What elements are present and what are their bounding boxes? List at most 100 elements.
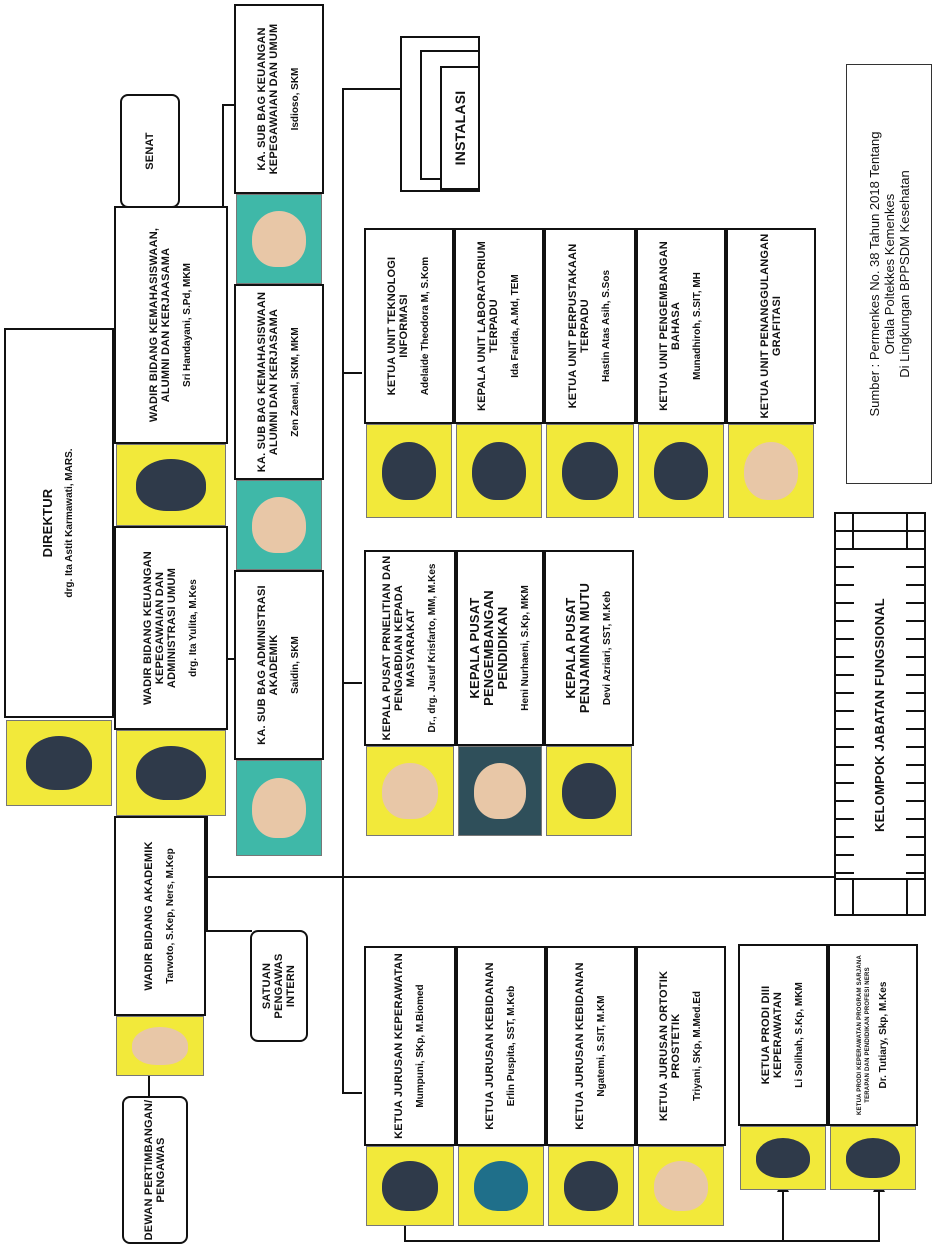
kasubbag-kemahasiswaan-title: KA. SUB BAG KEMAHASISWAAN ALUMNI DAN KER… — [256, 291, 280, 473]
senat-title: SENAT — [144, 132, 156, 170]
prodi-diii-title: KETUA PRODI DIII KEPERAWATAN — [760, 985, 784, 1085]
fungsional-title: KELOMPOK JABATAN FUNGSIONAL — [872, 598, 887, 832]
wadir-akademik-box: WADIR BIDANG AKADEMIK Tarwoto, S.Kep, Ne… — [114, 816, 206, 1016]
unit-bahasa-title: KETUA UNIT PENGEMBANGAN BAHASA — [658, 241, 682, 411]
fungsional-box: KELOMPOK JABATAN FUNGSIONAL — [856, 552, 904, 878]
wadir-kemahasiswaan-name: Sri Handayani, S.Pd, MKM — [182, 263, 193, 387]
senat-box: SENAT — [120, 94, 180, 208]
connector-bottom-arrow1 — [782, 1192, 784, 1242]
connector-dewan — [148, 1075, 150, 1097]
kasubbag-keuangan-photo — [236, 194, 322, 284]
kasubbag-kemahasiswaan-name: Zen Zaenal, SKM, MKM — [290, 327, 301, 437]
instalasi-title: INSTALASI — [452, 90, 468, 166]
wadir-keuangan-box: WADIR BIDANG KEUANGAN KEPEGAWAIAN DAN AD… — [114, 526, 228, 730]
kasubbag-kemahasiswaan-photo — [236, 480, 322, 570]
connector-main-horizontal — [206, 876, 854, 878]
jur-kebidanan2-name: Ngatemi, S.SIT, M.KM — [596, 995, 607, 1097]
connector-pusat — [342, 682, 362, 684]
pusat-mutu-name: Devi Azriari, SST, M.Keb — [602, 590, 613, 706]
wadir-akademik-title: WADIR BIDANG AKADEMIK — [143, 841, 155, 991]
dewan-title: DEWAN PERTIMBANGAN/ PENGAWAS — [143, 1099, 167, 1241]
jur-kebidanan2-photo — [548, 1146, 634, 1226]
fungsional-cell — [836, 550, 854, 878]
jur-kebidanan1-photo — [458, 1146, 544, 1226]
connector-right-spine — [342, 88, 344, 1092]
pusat-mutu-photo — [546, 746, 632, 836]
unit-grafitasi-photo — [728, 424, 814, 518]
connector-jurusan — [342, 1092, 362, 1094]
kasubbag-akademik-name: Saidin, SKM — [290, 636, 301, 694]
connector-bottom-left — [404, 1225, 406, 1241]
unit-bahasa-box: KETUA UNIT PENGEMBANGAN BAHASA Munadhiro… — [636, 228, 726, 424]
prodi-ners-name: Dr. Tutiary, Skp, M.Kes — [878, 981, 889, 1089]
prodi-ners-photo — [830, 1126, 916, 1190]
unit-perpus-title: KETUA UNIT PERPUSTAKAAN TERPADU — [567, 243, 591, 409]
prodi-diii-box: KETUA PRODI DIII KEPERAWATAN Li Solihah,… — [738, 944, 828, 1126]
jur-kebidanan1-name: Erlin Puspita, SST, M.Keb — [506, 985, 517, 1107]
wadir-keuangan-name: drg. Ita Yulita, M.Kes — [188, 579, 199, 677]
fungsional-grid — [834, 512, 926, 916]
direktur-name: drg. Ita Astit Karmawati, MARS. — [64, 448, 75, 598]
unit-ti-photo — [366, 424, 452, 518]
unit-perpus-box: KETUA UNIT PERPUSTAKAAN TERPADU Hastin A… — [544, 228, 636, 424]
jur-ortotik-title: KETUA JURUSAN ORTOTIK PROSTETIK — [658, 970, 682, 1122]
unit-lab-photo — [456, 424, 542, 518]
kasubbag-akademik-title: KA. SUB BAG ADMINISTRASI AKADEMIK — [256, 585, 280, 745]
unit-grafitasi-box: KETUA UNIT PENANGGULANGAN GRAFITASI — [726, 228, 816, 424]
connector-spi — [206, 930, 252, 932]
unit-grafitasi-title: KETUA UNIT PENANGGULANGAN GRAFITASI — [759, 233, 783, 419]
prodi-diii-name: Li Solihah, S.Kp, MKM — [794, 982, 805, 1088]
unit-ti-box: KETUA UNIT TEKNOLOGI INFORMASI Adelaide … — [364, 228, 454, 424]
jur-keperawatan-box: KETUA JURUSAN KEPERAWATAN Mumpuni, SKp, … — [364, 946, 456, 1146]
connector-subbag-bottom — [222, 658, 234, 660]
pusat-penelitian-name: Dr., drg. Jusuf Krisfarto, MM, M.Kes — [427, 563, 438, 733]
wadir-kemahasiswaan-title: WADIR BIDANG KEMAHASISWAAN, ALUMNI DAN K… — [148, 227, 172, 423]
jur-ortotik-photo — [638, 1146, 724, 1226]
jur-ortotik-box: KETUA JURUSAN ORTOTIK PROSTETIK Triyani,… — [636, 946, 726, 1146]
pusat-mutu-box: KEPALA PUSAT PENJAMINAN MUTU Devi Azriar… — [544, 550, 634, 746]
source-note: Sumber : Permenkes No. 38 Tahun 2018 Ten… — [846, 64, 932, 484]
pusat-mutu-title: KEPALA PUSAT PENJAMINAN MUTU — [563, 582, 592, 714]
prodi-ners-box: KETUA PRODI KEPERAWATAN PROGRAM SARJANA … — [828, 944, 918, 1126]
connector-bottom-arrow2 — [878, 1192, 880, 1242]
source-line-2: Ortala Poltekkes Kemenkes — [881, 193, 897, 355]
jur-keperawatan-name: Mumpuni, SKp, M.Biomed — [415, 984, 426, 1108]
kasubbag-akademik-box: KA. SUB BAG ADMINISTRASI AKADEMIK Saidin… — [234, 570, 324, 760]
connector-unit — [342, 372, 362, 374]
pusat-pendidikan-photo — [458, 746, 542, 836]
unit-lab-name: Ida Farida, A.Md, TEM — [510, 274, 521, 378]
direktur-photo — [6, 720, 112, 806]
jur-keperawatan-title: KETUA JURUSAN KEPERAWATAN — [393, 953, 405, 1139]
dewan-box: DEWAN PERTIMBANGAN/ PENGAWAS — [122, 1096, 188, 1244]
connector-bottom-h — [404, 1240, 880, 1242]
wadir-akademik-name: Tarwoto, S.Kep, Ners, M.Kep — [165, 848, 176, 984]
unit-lab-title: KEPALA UNIT LABORATORIUM TERPADU — [476, 241, 500, 411]
pusat-penelitian-photo — [366, 746, 454, 836]
source-line-1: Sumber : Permenkes No. 38 Tahun 2018 Ten… — [866, 131, 882, 417]
unit-lab-box: KEPALA UNIT LABORATORIUM TERPADU Ida Far… — [454, 228, 544, 424]
pusat-pendidikan-name: Heni Nurhaeni, S.Kp, MKM — [520, 585, 531, 711]
wadir-keuangan-photo — [116, 730, 226, 816]
unit-bahasa-photo — [638, 424, 724, 518]
jur-keperawatan-photo — [366, 1146, 454, 1226]
kasubbag-keuangan-name: Isdioso, SKM — [290, 67, 301, 131]
pusat-penelitian-box: KEPALA PUSAT PRNELITIAN DAN PENGABDIAN K… — [364, 550, 456, 746]
jur-kebidanan2-title: KETUA JURUSAN KEBIDANAN — [574, 962, 586, 1130]
fungsional-cell — [836, 514, 924, 533]
wadir-akademik-photo — [116, 1016, 204, 1076]
jur-kebidanan1-box: KETUA JURUSAN KEBIDANAN Erlin Puspita, S… — [456, 946, 546, 1146]
unit-bahasa-name: Munadhiroh, S.SIT, MH — [692, 272, 703, 380]
wadir-kemahasiswaan-box: WADIR BIDANG KEMAHASISWAAN, ALUMNI DAN K… — [114, 206, 228, 444]
connector-spi-v — [206, 876, 208, 932]
spi-title: SATUAN PENGAWAS INTERN — [261, 953, 297, 1019]
prodi-ners-title: KETUA PRODI KEPERAWATAN PROGRAM SARJANA … — [857, 954, 871, 1116]
wadir-kemahasiswaan-photo — [116, 444, 226, 526]
kasubbag-kemahasiswaan-box: KA. SUB BAG KEMAHASISWAAN ALUMNI DAN KER… — [234, 284, 324, 480]
fungsional-cell — [836, 877, 924, 896]
kasubbag-keuangan-title: KA. SUB BAG KEUANGAN KEPEGAWAIAN DAN UMU… — [256, 23, 280, 175]
unit-perpus-name: Hastin Atas Asih, S.Sos — [601, 269, 612, 383]
pusat-pendidikan-title: KEPALA PUSAT PENGEMBANGAN PENDIDIKAN — [467, 590, 510, 706]
connector-instalasi — [342, 88, 406, 90]
jur-kebidanan2-box: KETUA JURUSAN KEBIDANAN Ngatemi, S.SIT, … — [546, 946, 636, 1146]
pusat-penelitian-title: KEPALA PUSAT PRNELITIAN DAN PENGABDIAN K… — [381, 555, 417, 741]
